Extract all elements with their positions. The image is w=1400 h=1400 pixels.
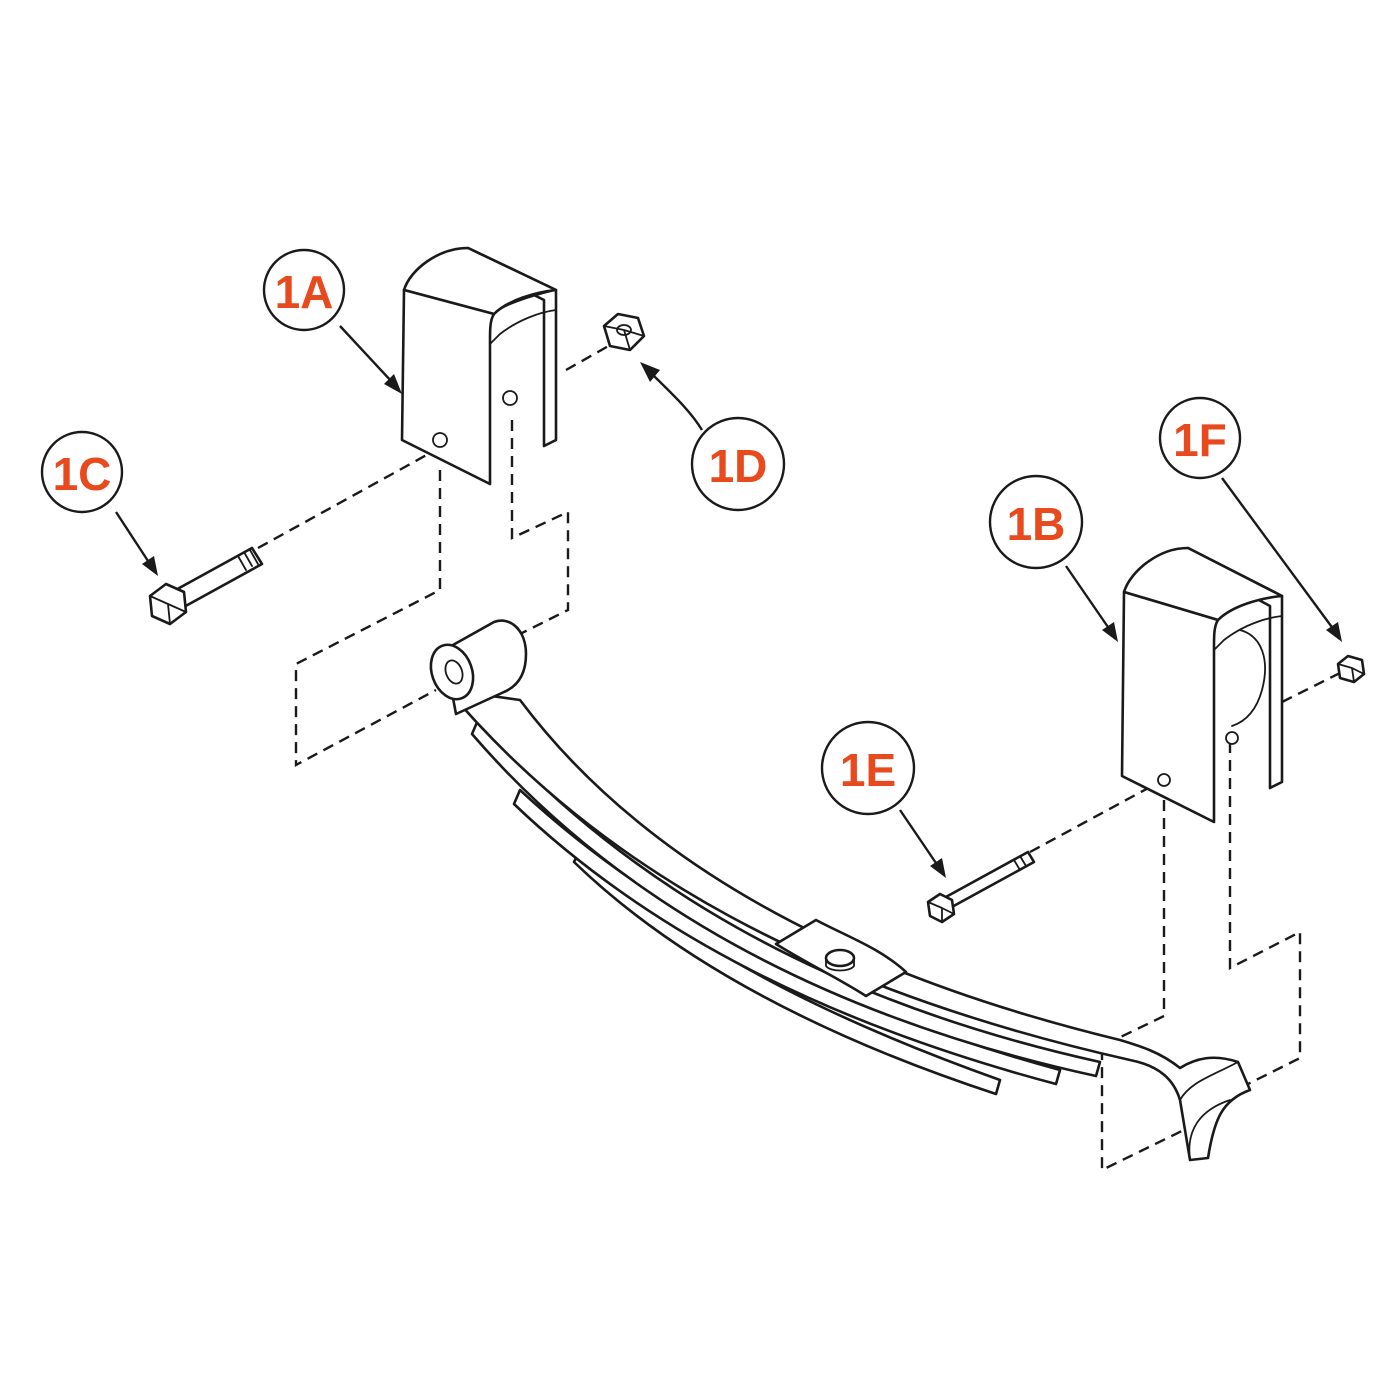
nut-1F [1336,654,1366,684]
callout-1F-label: 1F [1173,414,1227,466]
leaf-spring-center-pin [824,948,856,968]
hanger-1A-front-plate [400,288,496,486]
callout-1B-label: 1B [1007,498,1066,550]
bolt-1C [148,546,264,626]
callout-1A-label: 1A [275,266,334,318]
leaf-spring-front-eye [429,643,475,701]
hanger-1B-top [1122,546,1284,622]
hanger-1A-bolt-hole [432,432,448,448]
bolt-1E [926,850,1036,924]
callout-1A: 1A [262,248,346,332]
callout-1D: 1D [690,416,786,512]
leaf-spring-rear-eye-edge [1179,1061,1239,1101]
hanger-1A [400,246,558,486]
callout-1C: 1C [40,430,124,514]
hanger-1B-bolt-hole [1157,773,1171,787]
callout-1F: 1F [1158,396,1242,480]
nut-1D [602,312,646,352]
hanger-1B [1120,546,1284,824]
callout-1E-label: 1E [840,744,896,796]
callout-1B: 1B [988,474,1084,570]
callout-1C-label: 1C [53,448,112,500]
callout-1E: 1E [820,720,916,816]
hanger-1A-side-hole [502,390,518,406]
assembly-guide-lines [257,342,1343,1172]
hanger-1B-inner-bushing [1231,629,1266,727]
leaf-spring-leaf-2 [470,718,1102,1078]
leaf-spring [429,619,1252,1162]
callout-leaders [114,325,1342,878]
bolt-1E-shank [942,850,1036,910]
hanger-1B-side-hole [1225,731,1239,745]
nut-1F-body [1336,654,1366,684]
callout-1D-label: 1D [709,440,768,492]
hanger-1B-front-plate [1120,590,1220,824]
